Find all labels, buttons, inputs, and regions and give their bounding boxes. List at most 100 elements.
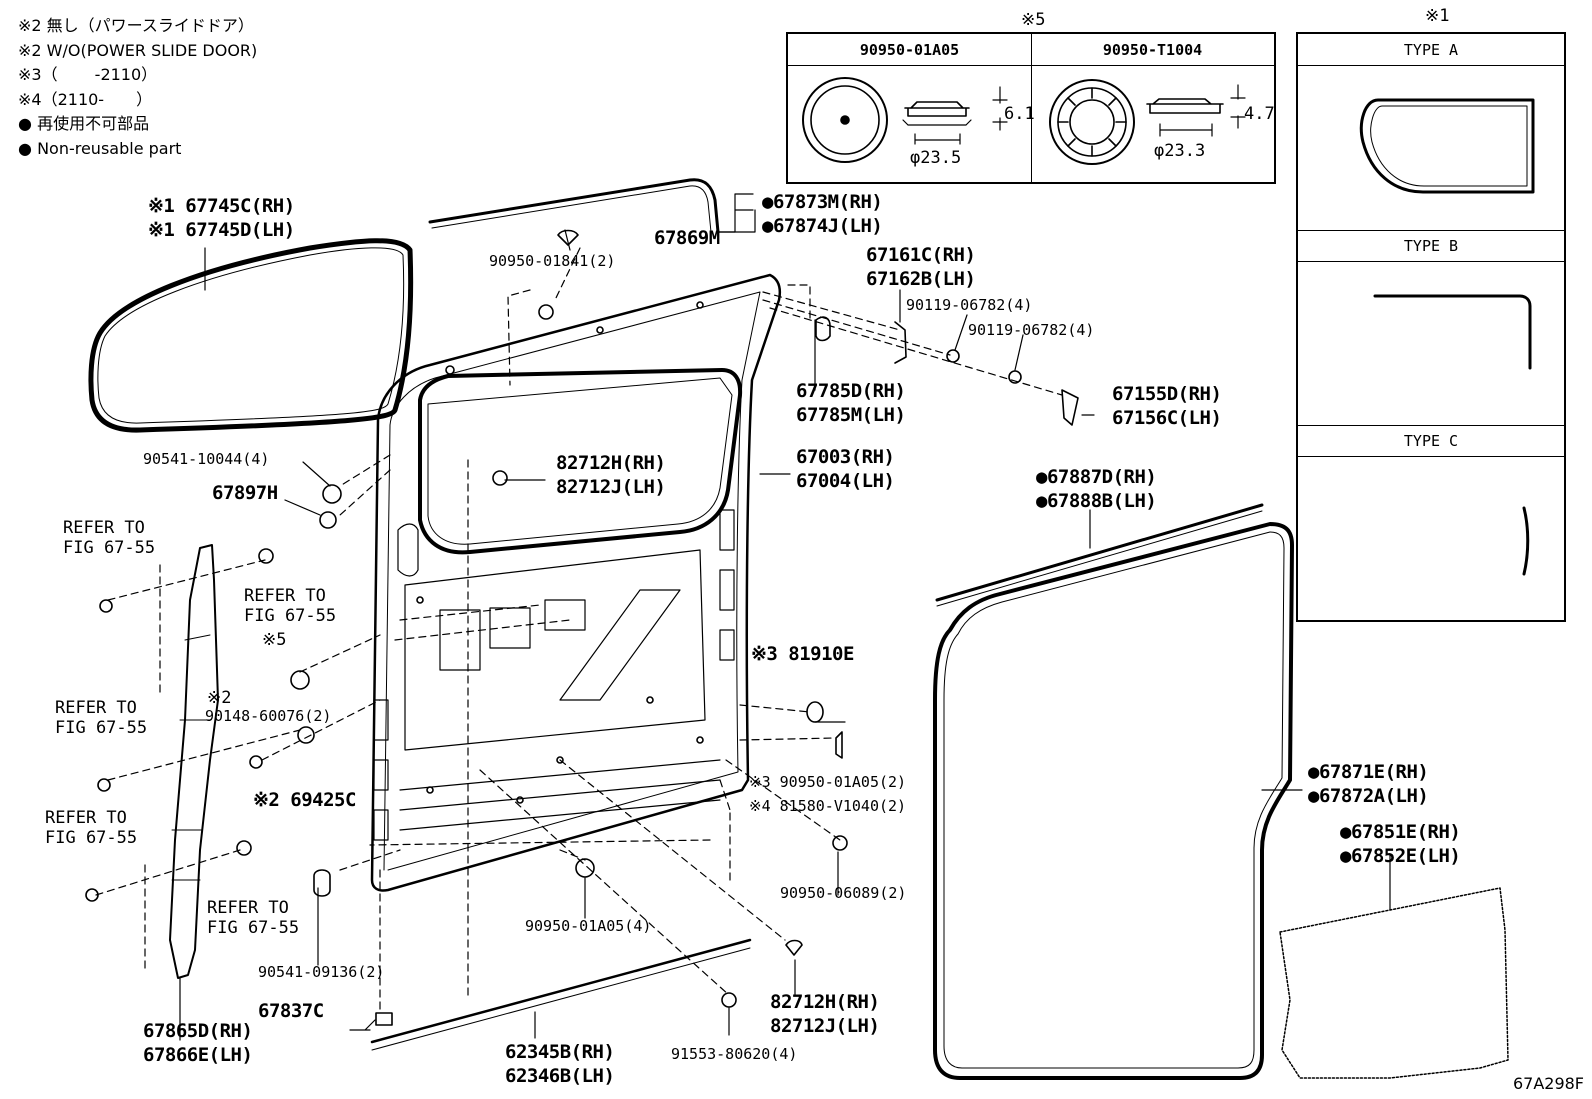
label-67873m: ●67873M(RH) [762,191,883,213]
legend-line-5: ● 再使用不可部品 [18,114,150,133]
label-67785d: 67785D(RH) [796,380,906,402]
glass-run-67745 [88,238,414,433]
mark-5: ※5 [262,630,287,650]
label-67871e: ●67871E(RH) [1308,761,1429,783]
label-67888b: ●67888B(LH) [1036,490,1157,512]
refer-note-2-line2: FIG 67-55 [244,606,337,626]
label-81910e: ※3 81910E [751,643,854,665]
label-82712j-bottom: 82712J(LH) [770,1015,880,1037]
label-62346b: 62346B(LH) [505,1065,615,1087]
weatherstrip-type-a-shape [1359,98,1535,194]
refer-note-4-line2: FIG 67-55 [45,828,138,848]
label-90950-01841: 90950-01841(2) [489,252,616,270]
type-c-header: TYPE C [1403,432,1459,450]
dim-height-2: 4.7 [1244,104,1275,124]
refer-note-4-line1: REFER TO [45,808,127,828]
table1-mark: ※1 [1425,6,1450,26]
weatherstrip-type-b-shape [1373,294,1532,370]
label-62345b: 62345B(RH) [505,1041,615,1063]
label-90541-10044: 90541-10044(4) [143,450,270,468]
refer-note-5-line1: REFER TO [207,898,289,918]
label-67745c: ※1 67745C(RH) [148,195,295,217]
mark-2: ※2 [207,688,232,708]
label-90950-06089: 90950-06089(2) [780,884,907,902]
figure-code: 67A298F [1512,1074,1584,1093]
refer-note-1-line1: REFER TO [63,518,145,538]
label-82712h-bottom: 82712H(RH) [770,991,880,1013]
type-a-header: TYPE A [1403,41,1459,59]
bullet-icon: ● [18,114,32,133]
pillar-garnish-67865d [169,544,219,979]
label-67865d: 67865D(RH) [143,1020,253,1042]
leader-lines [179,209,1391,1041]
label-81580-v1040: ※4 81580-V1040(2) [749,797,907,815]
label-67851e: ●67851E(RH) [1340,821,1461,843]
bullet-icon: ● [18,138,32,158]
table5-col2-header: 90950-T1004 [1102,41,1203,59]
label-69425c: ※2 69425C [253,789,356,811]
legend-line-2: ※2 W/O(POWER SLIDE DOOR) [18,40,258,60]
hole-plug-90950-t1004 [1049,79,1246,165]
label-90119-06782-a: 90119-06782(4) [906,296,1033,314]
type-b-header: TYPE B [1403,237,1459,255]
hole-plug-90950-01a05 [802,77,1008,163]
refer-note-1-line2: FIG 67-55 [63,538,156,558]
upper-moulding-67869m [428,178,720,234]
label-67874j: ●67874J(LH) [762,215,883,237]
service-hole-cover-67851e [1279,887,1509,1079]
table-divider [1031,34,1032,182]
label-67162b: 67162B(LH) [866,268,976,290]
label-82712h-top: 82712H(RH) [556,452,666,474]
label-90950-01a05-2: ※3 90950-01A05(2) [749,773,907,791]
weatherstrip-type-table: TYPE A TYPE B TYPE C [1296,32,1566,622]
alignment-dashed-lines [95,247,1063,1013]
legend: ※2 無し（パワースライドドア） ※2 W/O(POWER SLIDE DOOR… [18,14,257,161]
small-fasteners [85,229,1079,1026]
hole-plug-table: 90950-01A05 90950-T1004 [786,32,1276,184]
rocker-moulding-62345b [370,938,752,1044]
outer-weatherstrip-67887d [935,503,1264,602]
weatherstrip-type-c-shape [1522,506,1530,576]
label-90541-09136: 90541-09136(2) [258,963,385,981]
legend-line-3: ※3（ -2110） [18,65,158,84]
legend-line-1: ※2 無し（パワースライドドア） [18,16,254,35]
label-90119-06782-b: 90119-06782(4) [968,321,1095,339]
door-panel-67003 [370,273,782,892]
refer-note-2-line1: REFER TO [244,586,326,606]
label-67852e: ●67852E(LH) [1340,845,1461,867]
dim-height-1: 6.1 [1004,104,1035,124]
label-91553-80620: 91553-80620(4) [671,1045,798,1063]
door-weatherstrip-67871e [933,522,1294,1080]
table-divider [1298,261,1564,262]
table-divider [1298,425,1564,426]
refer-note-5-line2: FIG 67-55 [207,918,300,938]
table-divider [1298,230,1564,231]
label-90950-01a05-4: 90950-01A05(4) [525,917,652,935]
label-67897h: 67897H [212,482,278,504]
label-67872a: ●67872A(LH) [1308,785,1429,807]
label-67869m: 67869M [654,227,720,249]
label-82712j-top: 82712J(LH) [556,476,666,498]
label-67003: 67003(RH) [796,446,895,468]
label-67156c: 67156C(LH) [1112,407,1222,429]
table5-col1-header: 90950-01A05 [859,41,960,59]
dim-dia-2: φ23.3 [1154,141,1206,161]
label-67837c: 67837C [258,1000,324,1022]
label-67004: 67004(LH) [796,470,895,492]
table-divider [1298,65,1564,66]
legend-line-4: ※4（2110- ） [18,89,153,109]
label-67887d: ●67887D(RH) [1036,466,1157,488]
label-67161c: 67161C(RH) [866,244,976,266]
label-67785m: 67785M(LH) [796,404,906,426]
label-90148-60076: 90148-60076(2) [205,707,332,725]
refer-note-3-line1: REFER TO [55,698,137,718]
label-67866e: 67866E(LH) [143,1044,253,1066]
refer-note-3-line2: FIG 67-55 [55,718,148,738]
weatherstrip-type-a-inner [1370,105,1528,187]
label-67745d: ※1 67745D(LH) [148,219,295,241]
glass-run-67745-inner [97,247,405,424]
dim-dia-1: φ23.5 [910,148,962,168]
table-divider [1298,456,1564,457]
